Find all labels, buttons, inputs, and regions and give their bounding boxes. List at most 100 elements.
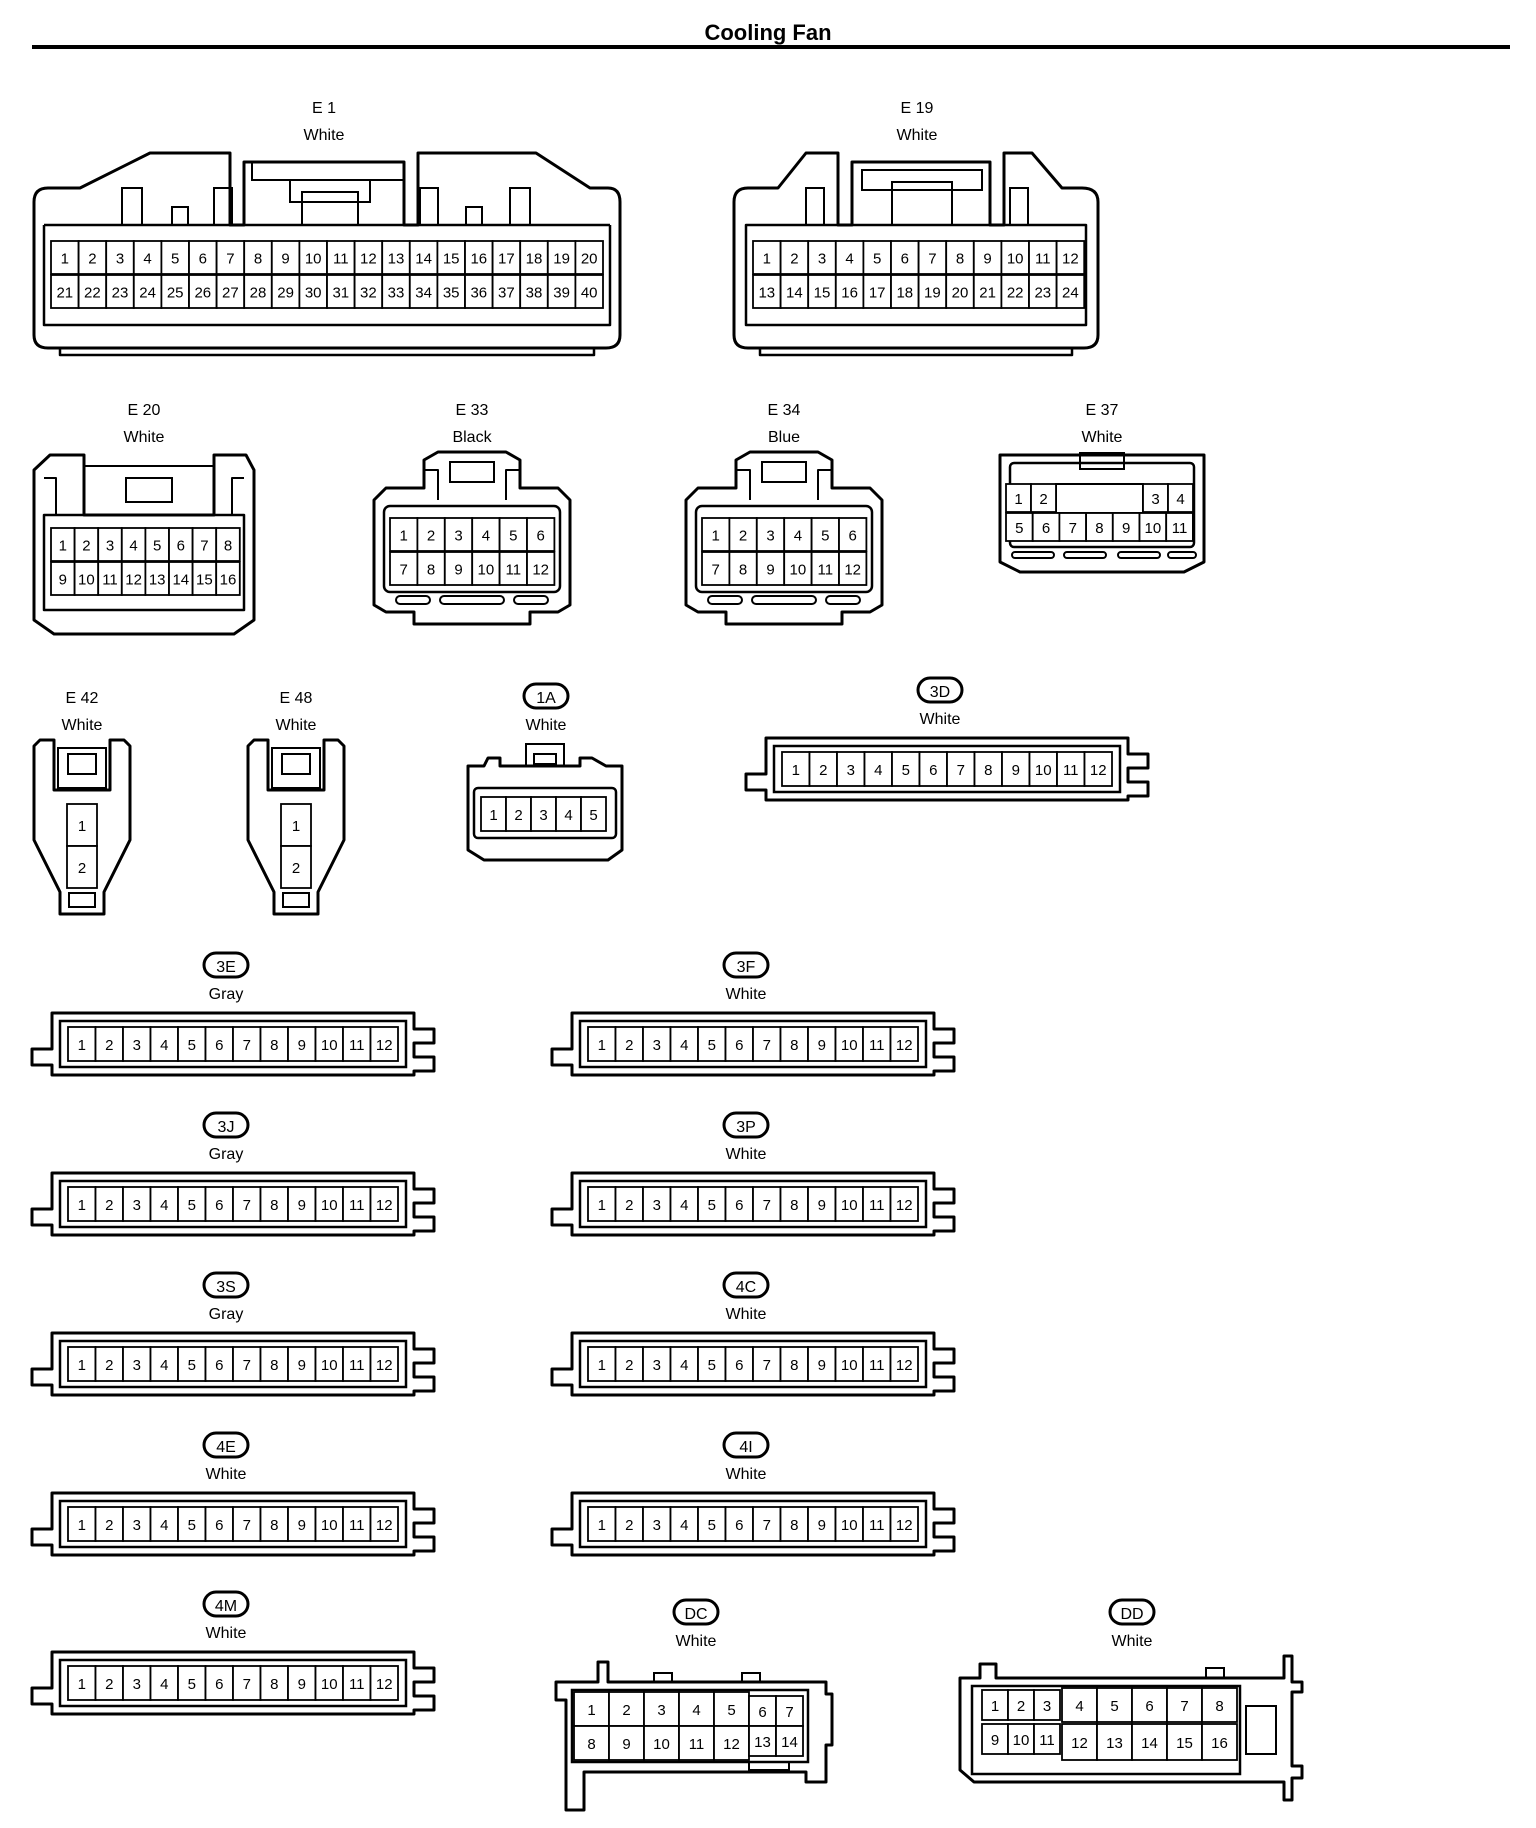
- pin-cell: 18: [519, 240, 549, 275]
- pin-number: 8: [790, 1517, 798, 1534]
- pin-number: 8: [1095, 520, 1103, 537]
- connector-badge: [202, 1590, 250, 1618]
- pin-cell: 4: [149, 1506, 179, 1542]
- pin-cell: 4: [863, 751, 893, 787]
- pin-cell: 8: [215, 527, 241, 562]
- pin-number: 8: [254, 251, 262, 268]
- pin-cell: 7: [232, 1506, 262, 1542]
- pin-cell: 3: [122, 1186, 152, 1222]
- pin-cell: 11: [862, 1186, 892, 1222]
- pin-number: 3: [653, 1357, 661, 1374]
- pin-cell: 1: [587, 1186, 617, 1222]
- pin-number: 16: [220, 572, 237, 589]
- pin-cell: 1: [67, 1346, 97, 1382]
- pin-number: 4: [794, 528, 802, 545]
- pin-cell: 5: [891, 751, 921, 787]
- pin-cell: 9: [50, 561, 76, 596]
- pin-number: 8: [427, 562, 435, 579]
- pin-cell: 4: [783, 517, 813, 552]
- pin-cell: 4: [149, 1186, 179, 1222]
- pin-cell: 12: [889, 1186, 919, 1222]
- pin-cell: 2: [808, 751, 838, 787]
- pin-number: 10: [321, 1357, 338, 1374]
- pin-number: 6: [735, 1037, 743, 1054]
- pin-number: 2: [427, 528, 435, 545]
- pin-number: 8: [739, 562, 747, 579]
- pin-cell: 6: [724, 1026, 754, 1062]
- pin-number: 11: [1039, 1732, 1055, 1749]
- pin-number: 2: [625, 1037, 633, 1054]
- connector-color: Gray: [209, 1306, 244, 1323]
- pin-number: 12: [896, 1037, 913, 1054]
- pin-number: 35: [443, 285, 460, 302]
- pin-cell: 3: [755, 517, 786, 552]
- pin-number: 12: [376, 1037, 393, 1054]
- pin-cell: 7: [917, 240, 948, 275]
- pin-number: 4: [160, 1357, 168, 1374]
- pin-cell: 1: [752, 240, 782, 275]
- connector-color: White: [726, 1306, 767, 1323]
- connector-badge: [916, 676, 964, 704]
- pin-number: 1: [78, 1517, 86, 1534]
- pin-number: 30: [305, 285, 322, 302]
- pin-cell: 24: [132, 274, 163, 309]
- pin-cell: 15: [1166, 1723, 1203, 1761]
- pin-number: 1: [78, 1197, 86, 1214]
- connector-name: 4I: [739, 1439, 752, 1456]
- pin-number: 36: [470, 285, 487, 302]
- pin-cell: 3: [642, 1506, 672, 1542]
- pin-number: 6: [215, 1517, 223, 1534]
- pin-number: 5: [509, 528, 517, 545]
- pin-number: 10: [790, 562, 807, 579]
- pin-number: 8: [224, 538, 232, 555]
- pin-number: 3: [116, 251, 124, 268]
- pin-number: 2: [790, 251, 798, 268]
- pin-number: 10: [841, 1357, 858, 1374]
- pin-number: 12: [376, 1676, 393, 1693]
- pin-cell: 2: [94, 1346, 124, 1382]
- pin-number: 5: [589, 807, 597, 824]
- connector-name: DD: [1120, 1606, 1143, 1623]
- pin-cell: 3: [836, 751, 866, 787]
- connector-name: E 19: [901, 100, 934, 117]
- connector-color: White: [726, 1466, 767, 1483]
- pin-cell: 11: [1165, 512, 1194, 542]
- connector-badge: [522, 682, 570, 710]
- connector-badge: [722, 1431, 770, 1459]
- pin-number: 5: [188, 1037, 196, 1054]
- pin-cell: 6: [204, 1186, 234, 1222]
- pin-cell: 9: [287, 1665, 317, 1701]
- pin-number: 9: [622, 1736, 630, 1753]
- pin-cell: 5: [177, 1346, 207, 1382]
- pin-number: 39: [553, 285, 570, 302]
- pin-number: 9: [454, 562, 462, 579]
- connector-name: E 37: [1086, 402, 1119, 419]
- connector-color: White: [124, 429, 165, 446]
- pin-cell: 10: [1000, 240, 1030, 275]
- pin-number: 1: [78, 818, 86, 835]
- connector-name: E 42: [66, 690, 99, 707]
- pin-cell: 24: [1055, 274, 1086, 309]
- pin-cell: 7: [1166, 1687, 1203, 1723]
- pin-number: 14: [786, 285, 803, 302]
- connector-color: White: [1082, 429, 1123, 446]
- pin-cell: 2: [614, 1186, 644, 1222]
- pin-number: 4: [692, 1702, 700, 1719]
- pin-cell: 9: [608, 1725, 645, 1761]
- pin-cell: 36: [464, 274, 494, 309]
- pin-number: 12: [376, 1517, 393, 1534]
- pin-number: 2: [88, 251, 96, 268]
- pin-number: 2: [105, 1037, 113, 1054]
- pin-cell: 4: [669, 1506, 699, 1542]
- pin-number: 5: [708, 1197, 716, 1214]
- pin-number: 3: [653, 1037, 661, 1054]
- pin-cell: 11: [810, 551, 840, 586]
- pin-cell: 3: [642, 1186, 672, 1222]
- pin-number: 10: [653, 1736, 670, 1753]
- pin-number: 4: [482, 528, 490, 545]
